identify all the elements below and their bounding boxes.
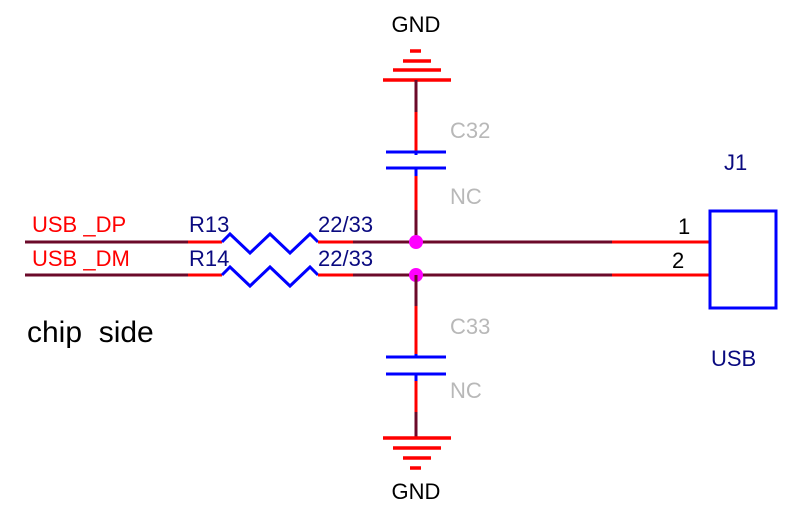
j1-name: USB [711,346,756,371]
c32-ref: C32 [450,118,490,143]
c33-value: NC [450,378,482,403]
resistor-r13 [220,231,320,256]
net-label-usb-dm: USB _DM [32,246,130,271]
j1-ref: J1 [724,150,747,175]
bottom-ground-icon [383,436,451,470]
r14-ref: R14 [189,246,229,271]
net-label-usb-dp: USB _DP [32,212,126,237]
top-gnd-label: GND [392,12,441,37]
r13-ref: R13 [189,212,229,237]
j1-pin1-label: 1 [678,214,690,239]
r14-value: 22/33 [318,246,373,271]
top-ground-icon [383,49,451,82]
resistor-r14 [220,264,320,289]
c32-value: NC [450,184,482,209]
c33-ref: C33 [450,314,490,339]
capacitor-c33 [386,306,446,412]
j1-pin2-label: 2 [672,248,684,273]
junction-dp [409,235,423,249]
connector-j1 [708,209,778,310]
capacitor-c32 [386,112,446,210]
bottom-gnd-label: GND [392,479,441,504]
chip-side-annotation: chip side [27,316,154,349]
r13-value: 22/33 [318,212,373,237]
